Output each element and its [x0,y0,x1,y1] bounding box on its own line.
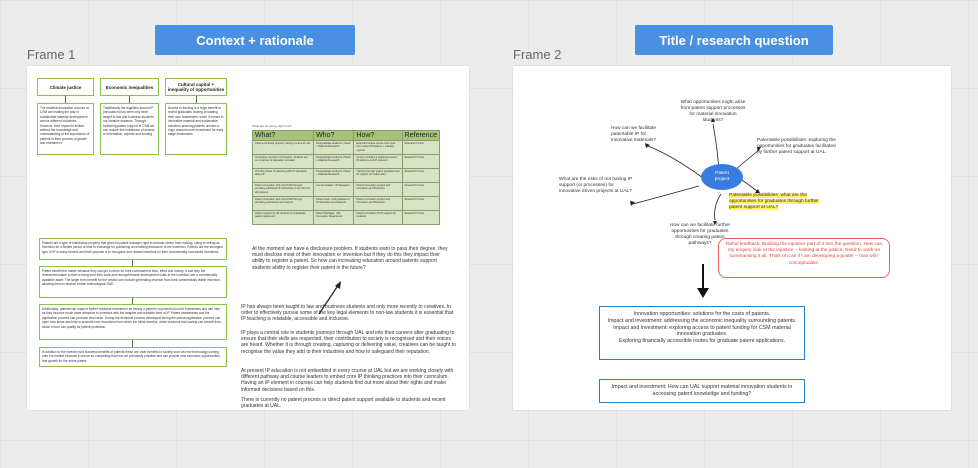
table-row[interactable]: Patent innovation with UAL/CSM through p… [251,182,441,197]
table-cell: Patent innovation project with Innovatio… [353,196,403,211]
table-cell: Postgraduate students, Patent + Material… [313,168,355,183]
table-cell: Patent innovation project with Innovatio… [353,182,403,197]
patent-info-box-4[interactable]: In addition to the inventor and business… [39,347,227,367]
frame-1-label[interactable]: Frame 1 [27,47,76,62]
column-head-cultural-capital[interactable]: Cultural capital + inequality of opportu… [165,78,227,96]
table-cell: Patent team, and graduate to IP educatio… [313,196,355,211]
table-cell: Postgraduate students, Patent + Material… [313,154,355,169]
down-arrow-icon [697,264,709,298]
table-header-row: What?Who?How?Reference [251,130,441,141]
column-body-climate-justice[interactable]: The material innovation courses at CSM a… [37,103,94,155]
patent-project-label: Patent project [714,171,730,182]
mind-map-connectors [630,118,761,225]
connector-line [129,96,130,103]
table-caption: What are we doing right now? [252,124,292,128]
patent-info-box-1[interactable]: Patents are a type of intellectual prope… [39,238,227,260]
table-cell: Immersive courses in innovation, student… [251,154,315,169]
table-cell: Training through patent specialist and I… [353,168,403,183]
summary-line: Exploring financially accessible routes … [618,338,786,345]
patent-info-box-2[interactable]: Patent benefit the maker because they ca… [39,266,227,298]
table-header-cell: Reference [401,130,441,141]
table-cell: Research Fronts [401,168,441,183]
node-facilitate-patentable-ip[interactable]: How can we facilitate patentable IP for … [611,126,657,143]
table-cell: Research Fronts [401,182,441,197]
table-cell: Patent-protected property training cours… [251,140,315,155]
patent-project-node[interactable]: Patent project [701,164,743,190]
frame-2-label[interactable]: Frame 2 [513,47,562,62]
frame-1[interactable]: Climate justice Economic inequalities Cu… [27,66,469,410]
ip-law-text[interactable]: IP has always been taught to law and bus… [241,304,454,323]
column-body-economic-inequalities[interactable]: Traditionally the legalities around IP (… [100,103,159,155]
connector-line [132,260,133,266]
banner-context-rationale[interactable]: Context + rationale [155,25,355,55]
table-cell: Patent Manager, UAL Innovation Departmen… [313,210,355,225]
table-cell: Patent innovation with UAL/CSM through p… [251,182,315,197]
table-row[interactable]: Patent-protected property training cours… [251,140,441,155]
innovation-summary-box[interactable]: Innovation opportunities: solutions for … [599,306,805,360]
table-cell: Postgraduate students, Patent + Material… [313,140,355,155]
column-head-climate-justice[interactable]: Climate justice [37,78,94,96]
banner-title-research-question[interactable]: Title / research question [635,25,833,55]
disclosure-problem-text[interactable]: At the moment we have a disclosure probl… [252,246,448,271]
no-patent-process-text[interactable]: There is currently no patent process or … [241,397,446,410]
column-body-cultural-capital[interactable]: Access to funding is a huge benefit to r… [165,103,227,155]
node-opportunities-question[interactable]: What opportunities might arise from pate… [680,100,746,123]
rahul-feedback-note[interactable]: Rahul feedback: Building the injustice p… [718,238,890,278]
column-head-economic-inequalities[interactable]: Economic inequalities [100,78,159,96]
table-header-cell: What? [251,130,315,141]
node-patentable-possibilities-2[interactable]: Patentable possibilities: what are the o… [729,193,821,211]
summary-line: Impact and investment: addressing the ec… [607,317,797,324]
table-header-cell: Who? [313,130,355,141]
node-risks-question[interactable]: What are the risks of not having IP supp… [559,177,633,194]
summary-line: Impact and investment: exploring access … [613,324,791,338]
highlighted-node-text: Patentable possibilities: what are the o… [729,193,819,210]
connector-line [132,340,133,347]
connector-line [132,298,133,304]
table-row[interactable]: The first phase of patenting with IP edu… [251,168,441,183]
node-patentable-possibilities-1[interactable]: Patentable possibilities: exploring the … [757,138,836,155]
frame-2[interactable]: Patent project What opportunities might … [513,66,951,410]
connector-line [196,96,197,103]
table-row[interactable]: Immersive courses in innovation, student… [251,154,441,169]
ip-central-role-text[interactable]: IP plays a central role in students jour… [241,330,456,355]
table-cell: Research Fronts [401,154,441,169]
connector-line [65,96,66,103]
table-cell: Extended online course with input from p… [353,140,403,155]
table-row[interactable]: Patent innovation with UAL/CSM through p… [251,196,441,211]
table-cell: Patent innovation with UAL/CSM through p… [251,196,315,211]
summary-line: Innovation opportunities: solutions for … [633,311,771,317]
research-question-box[interactable]: Impact and investment: How can UAL suppo… [599,379,805,403]
table-cell: Patent support for all students and grad… [251,210,315,225]
table-cell: Course leaders, IP Managers [313,182,355,197]
pointer-arrow [318,281,341,315]
node-further-opportunities[interactable]: How can we facilitate further opportunit… [669,223,731,246]
table-cell: Patent innovation IP IP support for stud… [353,210,403,225]
table-cell: Research Fronts [401,210,441,225]
table-row[interactable]: Patent support for all students and grad… [251,210,441,225]
table-cell: Research Fronts [401,196,441,211]
table-cell: The first phase of patenting with IP edu… [251,168,315,183]
table-header-cell: How? [353,130,403,141]
table-cell: Research Fronts [401,140,441,155]
patent-info-box-3[interactable]: Additionally, patents can support furthe… [39,304,227,340]
table-cell: Course includes a registered patent IP a… [353,154,403,169]
ip-education-text[interactable]: At present IP education is not embedded … [241,368,454,393]
